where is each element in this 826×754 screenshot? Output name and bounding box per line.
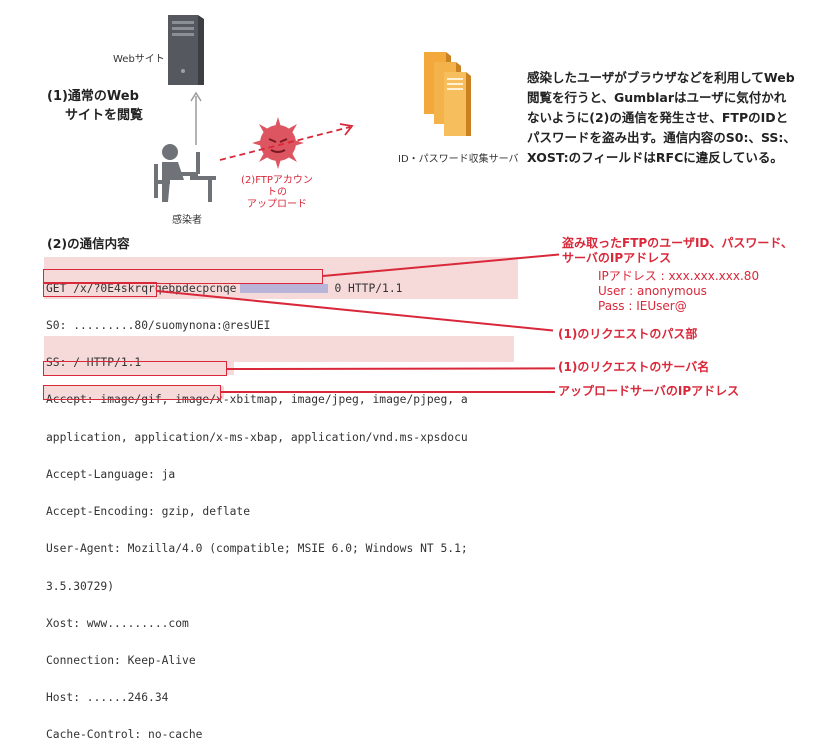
infected-user-icon xyxy=(150,142,220,204)
description-line: ないように(2)の通信を発生させ、FTPのIDと xyxy=(527,110,789,125)
description: 感染したユーザがブラウザなどを利用してWeb 閲覧を行うと、Gumblarはユー… xyxy=(527,68,796,168)
annotation-upload-ip: アップロードサーバのIPアドレス xyxy=(558,384,740,398)
annotation-path: (1)のリクエストのパス部 xyxy=(558,327,698,341)
http-line: Accept-Encoding: gzip, deflate xyxy=(46,505,251,519)
stolen-user: User : anonymous xyxy=(598,284,707,298)
highlight-band xyxy=(44,386,224,399)
box-xost xyxy=(43,361,227,376)
description-line: 感染したユーザがブラウザなどを利用してWeb xyxy=(527,70,795,85)
http-line: Accept-Language: ja xyxy=(46,467,176,481)
stolen-title-1: 盗み取ったFTPのユーザID、パスワード、 xyxy=(562,236,793,250)
step1-label: (1)通常のWeb サイトを閲覧 xyxy=(47,87,143,125)
stolen-pass: Pass : IEUser@ xyxy=(598,299,687,313)
redacted-block xyxy=(240,284,329,294)
stolen-title-2: サーバのIPアドレス xyxy=(562,251,672,265)
web-server-icon xyxy=(166,13,206,87)
annotation-stolen: 盗み取ったFTPのユーザID、パスワード、 サーバのIPアドレス IPアドレス … xyxy=(562,236,793,314)
http-line: User-Agent: Mozilla/4.0 (compatible; MSI… xyxy=(46,542,468,556)
step1-line1: (1)通常のWeb xyxy=(47,89,139,104)
http-line-ss: SS: / HTTP/1.1 xyxy=(46,356,142,370)
annotation-server-name: (1)のリクエストのサーバ名 xyxy=(558,360,710,374)
http-line: 3.5.30729) xyxy=(46,579,115,593)
connector-line xyxy=(221,391,555,393)
virus-icon xyxy=(250,115,306,171)
description-line: パスワードを盗み出す。通信内容のS0:、SS:、 xyxy=(527,130,796,145)
box-ss xyxy=(43,282,157,297)
browse-arrow xyxy=(190,90,202,145)
collector-server-icon xyxy=(420,48,480,140)
collector-label: ID・パスワード収集サーバ xyxy=(398,154,519,165)
step2-line1: (2)FTPアカウントの xyxy=(241,175,313,198)
upload-arrow xyxy=(218,122,358,164)
box-host xyxy=(43,385,221,400)
stolen-ip: IPアドレス : xxx.xxx.xxx.80 xyxy=(598,269,760,283)
http-line-xost: Xost: www.........com xyxy=(46,616,189,630)
description-line: XOST:のフィールドはRFCに違反している。 xyxy=(527,150,783,165)
http-line: Cache-Control: no-cache xyxy=(46,728,203,742)
step2-label: (2)FTPアカウントの アップロード xyxy=(239,175,315,211)
step1-line2: サイトを閲覧 xyxy=(65,108,144,123)
description-line: 閲覧を行うと、Gumblarはユーザに気付かれ xyxy=(527,90,787,105)
infected-user-label: 感染者 xyxy=(172,215,202,226)
highlight-band xyxy=(44,336,514,362)
http-line: Connection: Keep-Alive xyxy=(46,654,196,667)
http-line: application, application/x-ms-xbap, appl… xyxy=(46,430,468,444)
step2-line2: アップロード xyxy=(247,199,307,210)
highlight-band xyxy=(44,362,234,375)
connector-line xyxy=(226,367,556,370)
http-line-s0: S0: .........80/suomynona:@resUEI xyxy=(46,319,271,333)
web-server-label: Webサイト xyxy=(113,54,165,65)
http-line-host: Host: ......246.34 xyxy=(46,691,169,705)
box-s0 xyxy=(43,269,323,284)
comm-heading: (2)の通信内容 xyxy=(47,236,130,251)
